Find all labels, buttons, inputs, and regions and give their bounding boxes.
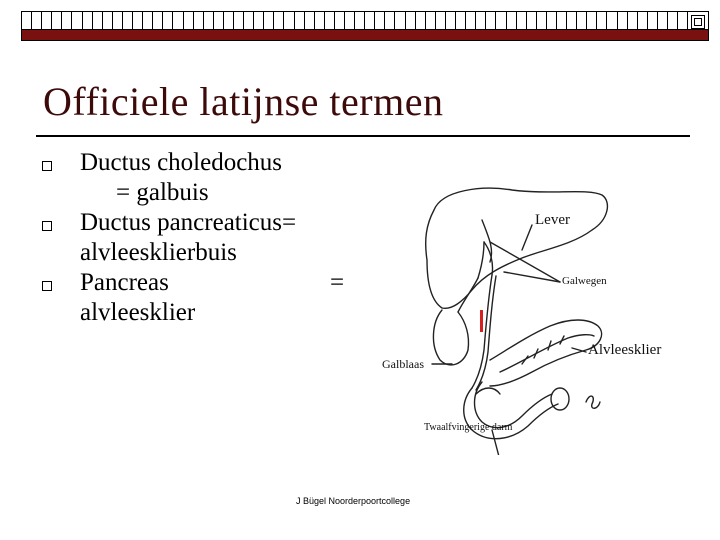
top-bar-grid <box>22 12 689 30</box>
bullet-text: Ductus choledochus <box>80 149 283 176</box>
title-divider <box>36 135 690 137</box>
bullet-text: alvleesklierbuis <box>80 239 237 266</box>
bullet-item: Ductus choledochus = galbuis <box>40 148 360 208</box>
label-alvleesklier: Alvleesklier <box>588 342 662 358</box>
bullet-text: = galbuis <box>116 179 209 206</box>
top-decoration-bar <box>21 11 709 41</box>
anatomy-drawing <box>425 187 609 469</box>
red-marker <box>480 310 483 332</box>
label-galblaas: Galblaas <box>382 357 424 371</box>
slide-title: Officiele latijnse termen <box>43 79 444 124</box>
anatomy-illustration: Lever Galwegen Alvleesklier Galblaas Twa… <box>372 150 661 469</box>
label-lever: Lever <box>535 212 570 228</box>
bullet-item: Pancreas = alvleesklier <box>40 268 360 328</box>
label-galwegen: Galwegen <box>562 275 607 287</box>
bullet-text: Pancreas <box>80 269 169 296</box>
bullet-equals: = <box>330 269 345 296</box>
hollow-square-bullet-icon <box>42 161 52 171</box>
corner-square-icon <box>691 15 705 29</box>
label-twaalfvingerige-darm: Twaalfvingerige darm <box>424 422 513 433</box>
bullet-text: alvleesklier <box>80 299 196 326</box>
footer-credit: J Bügel Noorderpoortcollege <box>296 496 411 506</box>
bullet-item: Ductus pancreaticus= alvleesklierbuis <box>40 208 360 268</box>
bullet-text: Ductus pancreaticus= <box>80 209 297 236</box>
corner-inner-square-icon <box>694 18 702 26</box>
top-bar-band <box>22 29 708 40</box>
hollow-square-bullet-icon <box>42 281 52 291</box>
hollow-square-bullet-icon <box>42 221 52 231</box>
bullet-list: Ductus choledochus = galbuis Ductus panc… <box>40 148 360 328</box>
